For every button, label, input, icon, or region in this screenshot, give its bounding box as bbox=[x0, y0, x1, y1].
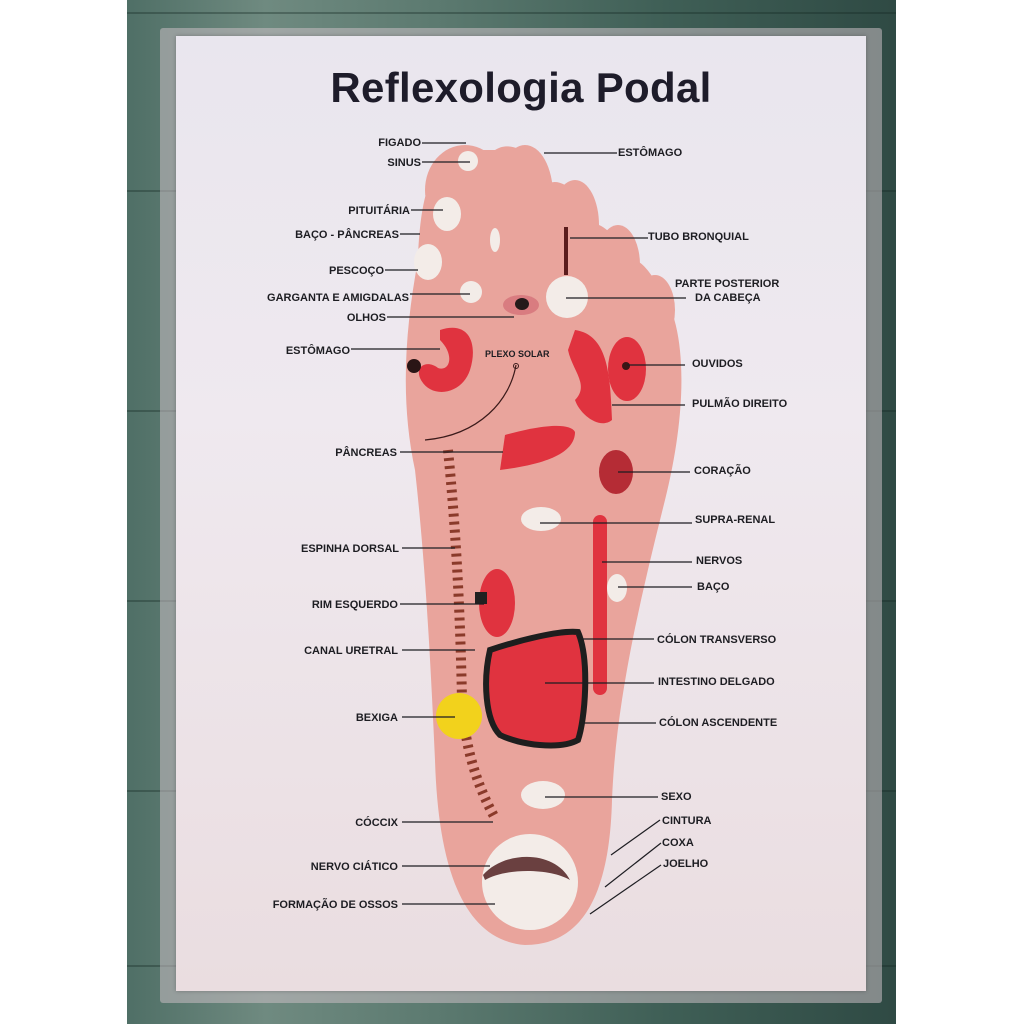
label-baco: BAÇO bbox=[697, 581, 730, 593]
label-garganta-amigdalas: GARGANTA E AMIGDALAS bbox=[267, 292, 409, 304]
label-nervos: NERVOS bbox=[696, 555, 743, 567]
label-pancreas: PÂNCREAS bbox=[335, 447, 397, 459]
label-pituitaria: PITUITÁRIA bbox=[348, 205, 410, 217]
label-ouvidos: OUVIDOS bbox=[692, 358, 743, 370]
sciatic-nerve bbox=[483, 856, 570, 880]
label-sinus: SINUS bbox=[387, 157, 421, 169]
label-olhos: OLHOS bbox=[346, 312, 386, 324]
label-tubo-bronquial: TUBO BRONQUIAL bbox=[648, 231, 749, 243]
label-pulmao-direito: PULMÃO DIREITO bbox=[692, 398, 788, 410]
label-supra-renal: SUPRA-RENAL bbox=[695, 514, 776, 526]
label-figado: FIGADO bbox=[378, 137, 421, 149]
label-cintura: CINTURA bbox=[662, 815, 712, 827]
reflex-spots bbox=[414, 151, 627, 930]
leader-lines-right bbox=[540, 152, 692, 915]
label-colon-transverso: CÓLON TRANSVERSO bbox=[657, 634, 777, 646]
stomach-organ bbox=[418, 327, 473, 392]
label-estomago-right: ESTÔMAGO bbox=[618, 147, 683, 159]
label-coracao: CORAÇÃO bbox=[694, 465, 751, 477]
nerves-strip bbox=[593, 515, 607, 695]
label-sexo: SEXO bbox=[661, 791, 692, 803]
label-coxa: COXA bbox=[662, 837, 694, 849]
label-espinha-dorsal: ESPINHA DORSAL bbox=[301, 543, 399, 555]
label-bexiga: BEXIGA bbox=[355, 712, 398, 724]
bronchial-tube bbox=[564, 227, 568, 275]
heart-organ bbox=[599, 450, 633, 494]
label-formacao-ossos: FORMAÇÃO DE OSSOS bbox=[272, 899, 398, 911]
lung-organ bbox=[568, 330, 612, 424]
label-intestino-delgado: INTESTINO DELGADO bbox=[658, 676, 775, 688]
label-pescoco: PESCOÇO bbox=[328, 265, 384, 277]
spine bbox=[443, 449, 500, 821]
kidney-organ bbox=[479, 569, 515, 637]
label-joelho: JOELHO bbox=[663, 858, 709, 870]
label-estomago-left: ESTÔMAGO bbox=[285, 345, 350, 357]
pancreas-organ bbox=[500, 425, 575, 470]
label-da-cabeca: DA CABEÇA bbox=[695, 292, 761, 304]
label-parte-posterior: PARTE POSTERIOR bbox=[675, 278, 780, 290]
label-nervo-ciatico: NERVO CIÁTICO bbox=[310, 861, 398, 873]
label-colon-ascendente: CÓLON ASCENDENTE bbox=[659, 717, 778, 729]
bladder-organ bbox=[436, 693, 482, 739]
label-canal-uretral: CANAL URETRAL bbox=[304, 645, 398, 657]
leader-lines-left bbox=[351, 142, 514, 905]
label-baco-pancreas: BAÇO - PÂNCREAS bbox=[295, 229, 399, 241]
poster-title: Reflexologia Podal bbox=[330, 64, 712, 111]
intestines-organ bbox=[483, 628, 589, 749]
label-coccix: CÓCCIX bbox=[355, 817, 398, 829]
foot-silhouette bbox=[405, 145, 682, 945]
label-rim-esquerdo: RIM ESQUERDO bbox=[311, 599, 398, 611]
label-plexo-solar: PLEXO SOLAR bbox=[485, 349, 550, 359]
